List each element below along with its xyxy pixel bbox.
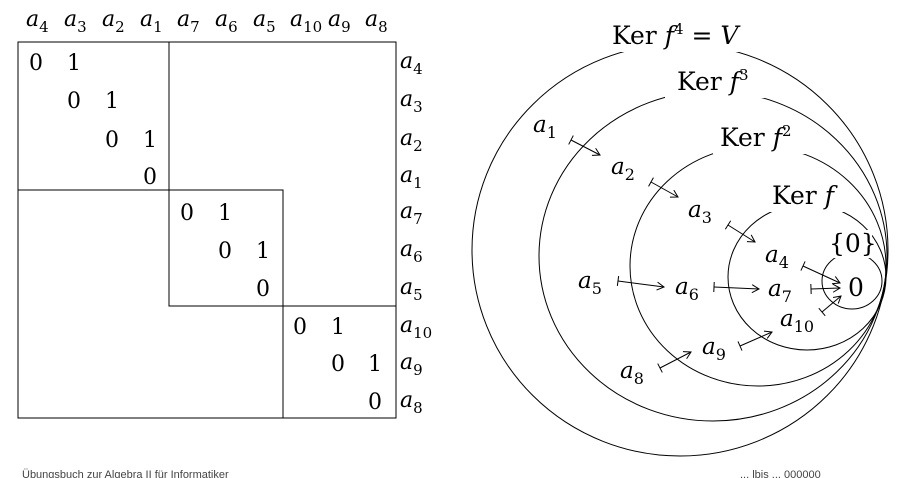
arrow-a4-to-zero	[800, 261, 841, 285]
arrow-a7-to-zero	[810, 283, 842, 295]
vector-label-a9: a9	[702, 334, 726, 364]
matrix-entry: 1	[143, 128, 157, 153]
zero-set-label: {0}	[829, 229, 877, 258]
zero-label: 0	[848, 273, 864, 302]
row-label-a5: a5	[400, 275, 423, 304]
arrow-a5-to-a6	[616, 275, 665, 291]
vector-label-a4: a4	[765, 242, 789, 272]
column-label-a10: a10	[290, 7, 322, 36]
matrix-entry: 0	[256, 277, 270, 302]
arrow-a3-to-a4	[724, 220, 756, 243]
matrix-entry: 0	[368, 390, 382, 415]
mapping-arrows	[568, 135, 842, 373]
row-label-a9: a9	[400, 350, 423, 379]
row-label-a7: a7	[400, 199, 423, 228]
arrow-a6-to-a7	[713, 281, 761, 294]
matrix-entry: 0	[331, 352, 345, 377]
row-label-a1: a1	[400, 163, 423, 192]
column-label-a5: a5	[253, 7, 276, 36]
matrix-entry: 0	[143, 165, 157, 190]
column-label-a1: a1	[140, 7, 163, 36]
vector-label-a1: a1	[533, 112, 557, 142]
vector-label-a10: a10	[780, 306, 814, 336]
column-label-a6: a6	[215, 7, 238, 36]
column-label-a2: a2	[102, 7, 125, 36]
matrix-entry: 1	[67, 51, 81, 76]
footer-right: ... lbis ... 000000	[740, 469, 821, 478]
matrix-row-labels: a4 a3 a2 a1 a7 a6 a5 a10 a9 a8	[400, 49, 432, 417]
row-label-a3: a3	[400, 87, 423, 116]
column-label-a7: a7	[177, 7, 200, 36]
ker-f4-ellipse	[471, 43, 889, 457]
row-label-a4: a4	[400, 49, 423, 78]
column-label-a8: a8	[365, 7, 388, 36]
arrow-a2-to-a3	[648, 177, 679, 198]
vector-label-a8: a8	[620, 358, 644, 388]
matrix-entry: 0	[67, 89, 81, 114]
matrix-entry: 1	[256, 239, 270, 264]
ker-f3-label: Ker f3	[677, 66, 749, 96]
arrow-a9-to-a10	[737, 330, 773, 351]
matrix-entry: 1	[331, 315, 345, 340]
column-label-a4: a4	[26, 7, 49, 36]
matrix-entry: 0	[293, 315, 307, 340]
matrix-entry: 0	[29, 51, 43, 76]
matrix-entry: 1	[368, 352, 382, 377]
footer-left: Übungsbuch zur Algebra II für Informatik…	[22, 469, 229, 478]
jordan-block-1	[17, 41, 170, 191]
ker-f-label: Ker f	[772, 181, 838, 210]
vector-label-a3: a3	[688, 197, 712, 227]
vector-label-a6: a6	[675, 274, 699, 304]
matrix-entry: 1	[218, 201, 232, 226]
arrow-a1-to-a2	[568, 135, 601, 156]
column-label-a3: a3	[64, 7, 87, 36]
ker-f4-label: Ker f4 = V	[612, 20, 741, 50]
jordan-block-3	[282, 305, 397, 419]
jordan-block-2	[168, 189, 284, 307]
matrix-frame	[17, 41, 397, 419]
matrix-block-boundaries	[17, 41, 397, 419]
matrix-entry: 0	[218, 239, 232, 264]
vector-label-a5: a5	[578, 268, 602, 298]
vector-label-a7: a7	[768, 276, 792, 306]
row-label-a6: a6	[400, 237, 423, 266]
row-label-a2: a2	[400, 126, 423, 155]
ker-f2-label: Ker f2	[720, 122, 792, 152]
row-label-a10: a10	[400, 313, 432, 342]
matrix-entry: 0	[180, 201, 194, 226]
arrow-a8-to-a9	[657, 351, 692, 373]
vector-labels: a1 a2 a3 a4 a5 a6 a7 a8 a9 a10	[533, 112, 814, 388]
row-label-a8: a8	[400, 388, 423, 417]
matrix-entry: 0	[105, 128, 119, 153]
column-label-a9: a9	[328, 7, 351, 36]
arrow-a10-to-zero	[818, 295, 842, 317]
nested-kernels-diagram: Ker f4 = V Ker f3 Ker f2 Ker f {0} 0 a1a…	[471, 16, 889, 457]
vector-label-a2: a2	[611, 154, 635, 184]
matrix-entry: 1	[105, 89, 119, 114]
